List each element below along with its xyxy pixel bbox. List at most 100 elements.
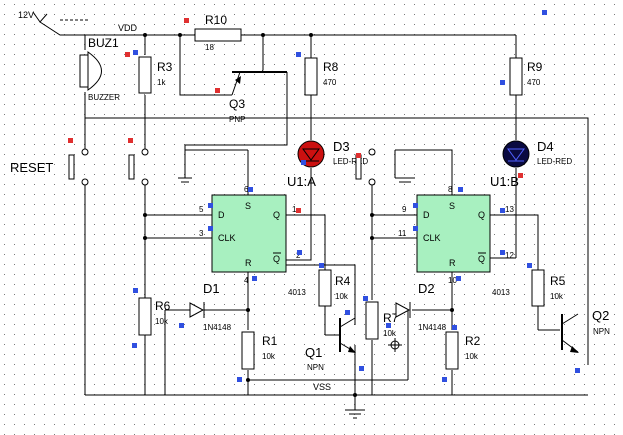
r6-value: 10k xyxy=(155,317,169,326)
resistor-r10[interactable]: R10 18 xyxy=(194,13,242,52)
u1b-part: 4013 xyxy=(492,288,510,297)
r5-ref: R5 xyxy=(550,274,566,288)
q1-ref: Q1 xyxy=(305,345,322,360)
vss-label: VSS xyxy=(313,382,331,392)
resistor-r3[interactable]: R3 1k xyxy=(138,56,173,94)
r6-ref: R6 xyxy=(155,299,171,313)
r7-ref: R7 xyxy=(383,311,399,325)
d3-ref: D3 xyxy=(333,139,350,154)
ground-main xyxy=(345,409,365,419)
ground-u1b xyxy=(395,177,415,183)
d4-ref: D4 xyxy=(537,139,554,154)
r1-value: 10k xyxy=(262,352,276,361)
q3-value: PNP xyxy=(229,115,245,124)
transistor-q2[interactable]: Q2 NPN xyxy=(561,308,610,353)
d1-ref: D1 xyxy=(203,281,220,296)
buz1-ref: BUZ1 xyxy=(88,36,119,50)
transistor-q3[interactable]: Q3 PNP xyxy=(229,69,287,124)
buz1-value: BUZZER xyxy=(88,93,120,102)
u1a-pinnum-s: 6 xyxy=(244,185,249,194)
switch-right[interactable] xyxy=(355,148,376,186)
led-d4[interactable]: D4 LED-RED xyxy=(502,139,572,168)
u1a-pinnum-q: 1 xyxy=(292,205,297,214)
u1b-pinnum-r: 10 xyxy=(448,276,457,285)
q2-value: NPN xyxy=(593,327,610,336)
resistor-r1[interactable]: R1 10k xyxy=(241,331,278,370)
diode-d1[interactable]: D1 1N4148 xyxy=(185,281,232,332)
u1a-pinnum-r: 4 xyxy=(244,276,249,285)
r10-value: 18 xyxy=(205,43,214,52)
q3-ref: Q3 xyxy=(229,97,245,111)
crosshair-marker xyxy=(388,338,402,352)
switch-left-2[interactable] xyxy=(128,148,149,186)
buzzer-buz1[interactable]: BUZ1 BUZZER xyxy=(79,36,120,102)
d4-value: LED-RED xyxy=(537,157,572,166)
r9-value: 470 xyxy=(527,78,541,87)
u1a-pinnum-clk: 3 xyxy=(199,229,204,238)
u1b-pin-s: S xyxy=(449,201,455,211)
resistor-r6[interactable]: R6 10k xyxy=(138,297,171,336)
r2-value: 10k xyxy=(465,352,479,361)
u1b-pinnum-s: 8 xyxy=(448,185,453,194)
ground-u1a xyxy=(178,177,192,183)
d3-value: LED-RED xyxy=(333,157,368,166)
r8-ref: R8 xyxy=(323,60,339,74)
u1a-pin-qbar: Q xyxy=(273,254,280,264)
q2-ref: Q2 xyxy=(592,308,609,323)
d2-value: 1N4148 xyxy=(418,323,447,332)
r10-ref: R10 xyxy=(205,13,227,27)
r4-ref: R4 xyxy=(335,274,351,288)
u1a-pin-d: D xyxy=(218,210,225,220)
ic-u1b[interactable]: D CLK S R Q Q 9 11 8 10 13 12 U1:B 4013 xyxy=(398,174,519,297)
u1b-pin-d: D xyxy=(423,210,430,220)
wiring xyxy=(39,21,589,410)
u1b-pinnum-d: 9 xyxy=(402,205,407,214)
r8-value: 470 xyxy=(323,78,337,87)
u1b-pin-r: R xyxy=(449,258,456,268)
u1b-pinnum-clk: 11 xyxy=(398,229,407,238)
supply-voltage-label: 12V xyxy=(18,10,34,20)
resistor-r5[interactable]: R5 10k xyxy=(531,269,566,307)
u1a-pin-s: S xyxy=(245,201,251,211)
resistor-r9[interactable]: R9 470 xyxy=(509,57,543,96)
u1a-pinnum-qbar: 2 xyxy=(296,251,301,260)
r5-value: 10k xyxy=(550,292,564,301)
vdd-label: VDD xyxy=(118,23,138,33)
u1a-part: 4013 xyxy=(288,288,306,297)
u1b-pin-qbar: Q xyxy=(478,254,485,264)
ic-u1a[interactable]: D CLK S R Q Q 5 3 6 4 1 2 U1:A 4013 xyxy=(199,174,316,297)
d1-value: 1N4148 xyxy=(203,323,232,332)
reset-label: RESET xyxy=(10,160,53,175)
u1b-pinnum-qbar: 12 xyxy=(505,251,514,260)
junction-dots xyxy=(143,33,454,397)
u1a-pin-r: R xyxy=(245,258,252,268)
d2-ref: D2 xyxy=(418,281,435,296)
pin-markers-blue xyxy=(132,10,580,382)
resistor-r4[interactable]: R4 10k xyxy=(318,269,351,307)
r7-value: 10k xyxy=(383,329,397,338)
r3-value: 1k xyxy=(157,78,166,87)
u1a-ref: U1:A xyxy=(287,174,316,189)
r3-ref: R3 xyxy=(157,60,173,74)
supply-12v-symbol: 12V xyxy=(18,10,90,23)
diode-d2[interactable]: D2 1N4148 xyxy=(395,281,447,332)
r9-ref: R9 xyxy=(527,60,543,74)
r4-value: 10k xyxy=(335,292,349,301)
pin-markers-red xyxy=(68,18,523,213)
u1a-pin-clk: CLK xyxy=(218,233,236,243)
u1b-ref: U1:B xyxy=(490,174,519,189)
u1b-pin-clk: CLK xyxy=(423,233,441,243)
resistor-r8[interactable]: R8 470 xyxy=(304,57,339,96)
reset-switch[interactable]: RESET xyxy=(10,148,89,186)
u1b-pin-q: Q xyxy=(478,210,485,220)
u1b-pinnum-q: 13 xyxy=(505,205,514,214)
q1-value: NPN xyxy=(307,363,324,372)
u1a-pinnum-d: 5 xyxy=(199,205,204,214)
resistor-r2[interactable]: R2 10k xyxy=(445,331,481,370)
resistor-r7[interactable]: R7 10k xyxy=(365,301,399,340)
r1-ref: R1 xyxy=(262,334,278,348)
transistor-q1[interactable]: Q1 NPN xyxy=(305,317,356,372)
u1a-pin-q: Q xyxy=(273,210,280,220)
